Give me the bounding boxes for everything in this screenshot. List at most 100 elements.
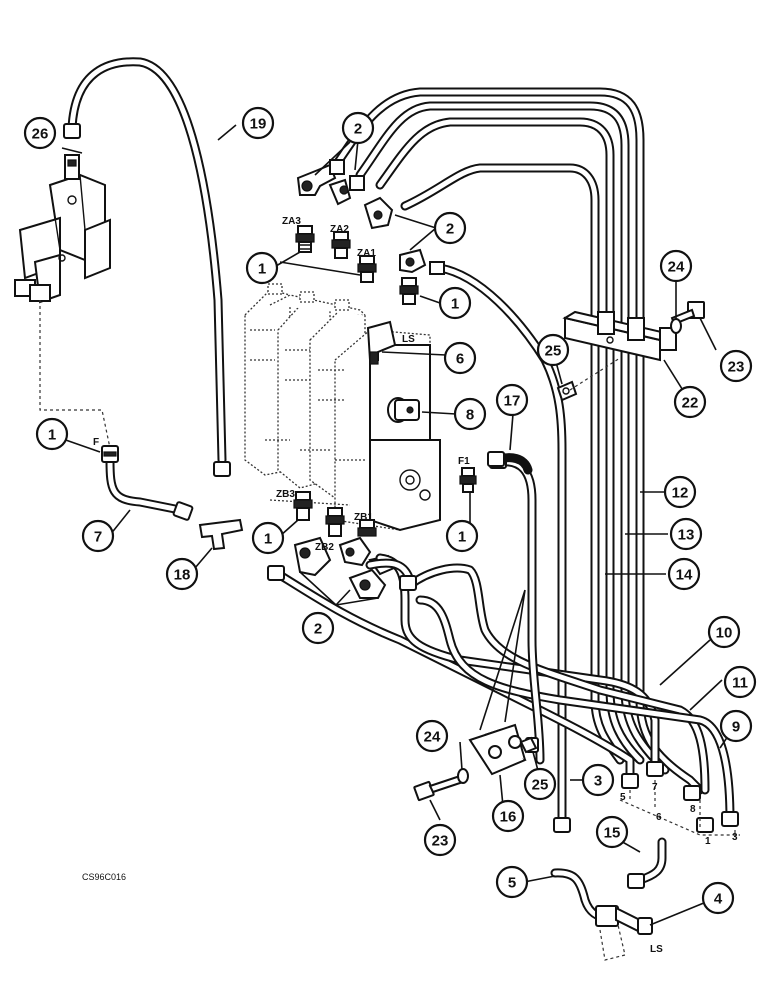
callout-16: 16 [491,799,525,833]
svg-text:24: 24 [668,259,685,276]
nut-25-upper [556,357,621,402]
port-label-1: 1 [705,836,711,847]
nut-25-lower [519,736,538,754]
svg-text:6: 6 [456,351,464,368]
callout-2-mid: 2 [433,211,467,245]
drawing-code: CS96C016 [82,872,126,882]
callout-1-lower: 1 [251,521,285,555]
svg-text:25: 25 [545,343,562,360]
washer-24-upper [670,318,682,334]
svg-text:11: 11 [732,675,748,692]
callout-7: 7 [81,519,115,553]
callout-25-upper: 25 [536,333,570,367]
svg-text:12: 12 [672,485,689,502]
callout-3: 3 [581,763,615,797]
svg-text:1: 1 [451,296,459,313]
svg-text:22: 22 [682,395,699,412]
port-labels: ZA3 ZA2 ZA1 LS ZB3 ZB2 ZB1 F F1 LS 5 7 6… [82,216,738,955]
adapter-4 [595,905,653,961]
svg-text:9: 9 [732,719,740,736]
port-label-zb3: ZB3 [276,489,295,500]
callout-26: 26 [23,116,57,150]
svg-text:23: 23 [432,833,449,850]
svg-text:2: 2 [446,221,454,238]
callout-10: 10 [707,615,741,649]
svg-text:5: 5 [508,875,516,892]
callout-22: 22 [673,385,707,419]
svg-text:1: 1 [258,261,266,278]
svg-text:24: 24 [424,729,441,746]
solenoid-valve-26 [14,154,111,449]
svg-text:15: 15 [604,825,621,842]
svg-text:19: 19 [250,116,267,133]
port-label-7: 7 [652,782,658,793]
port-label-f1: F1 [458,456,470,467]
port-label-3: 3 [732,832,738,843]
port-label-zb1: ZB1 [354,512,373,523]
svg-text:2: 2 [314,621,322,638]
adapter-fittings-top [295,225,419,305]
svg-text:1: 1 [458,529,466,546]
port-label-za2: ZA2 [330,224,349,235]
svg-text:14: 14 [676,567,693,584]
callout-18: 18 [165,557,199,591]
callout-1-left: 1 [35,417,69,451]
callout-24-lower: 24 [415,719,449,753]
callout-9: 9 [719,709,753,743]
port-label-f: F [93,437,99,448]
bolt-23-lower [413,774,465,802]
callout-19: 19 [241,106,275,140]
tee-fitting-18 [198,518,244,551]
callout-17: 17 [495,383,529,417]
callout-11: 11 [723,665,757,699]
svg-text:26: 26 [32,126,49,143]
svg-text:7: 7 [94,529,102,546]
svg-text:1: 1 [264,531,272,548]
svg-text:16: 16 [500,809,517,826]
svg-text:8: 8 [466,407,474,424]
callout-23-upper: 23 [719,349,753,383]
control-valve-block [244,283,441,532]
tube-15 [627,837,667,889]
pipe-end-fittings [267,453,740,836]
port-label-8: 8 [690,804,696,815]
callout-1-right: 1 [438,286,472,320]
callout-5: 5 [495,865,529,899]
svg-text:10: 10 [716,625,733,642]
callout-2-top: 2 [341,111,375,145]
callout-4: 4 [701,881,735,915]
svg-text:23: 23 [728,359,745,376]
callout-2-bottom: 2 [301,611,335,645]
callout-6: 6 [443,341,477,375]
svg-text:18: 18 [174,567,191,584]
callout-15: 15 [595,815,629,849]
svg-text:2: 2 [354,121,362,138]
svg-text:17: 17 [504,393,521,410]
callout-8: 8 [453,397,487,431]
tube-17 [487,451,533,475]
callout-13: 13 [669,517,703,551]
callout-12: 12 [663,475,697,509]
port-label-za3: ZA3 [282,216,301,227]
port-label-zb2: ZB2 [315,542,334,553]
washer-24-lower [457,768,469,784]
port-label-ls-bottom: LS [650,944,663,955]
check-valve-8 [387,397,420,423]
port-label-5: 5 [620,792,626,803]
callout-1-top: 1 [245,251,279,285]
adapter-fittings-bottom [293,467,477,537]
port-label-za1: ZA1 [357,248,376,259]
tube-7 [101,445,194,521]
svg-text:3: 3 [594,773,602,790]
svg-text:4: 4 [714,891,723,908]
callout-14: 14 [667,557,701,591]
hose-19 [63,57,231,477]
elbow-fittings-top [296,159,445,275]
svg-text:1: 1 [48,427,56,444]
svg-text:25: 25 [532,777,549,794]
leader-lines [59,124,733,926]
svg-text:13: 13 [678,527,695,544]
callout-25-lower: 25 [523,767,557,801]
callout-24-upper: 24 [659,249,693,283]
